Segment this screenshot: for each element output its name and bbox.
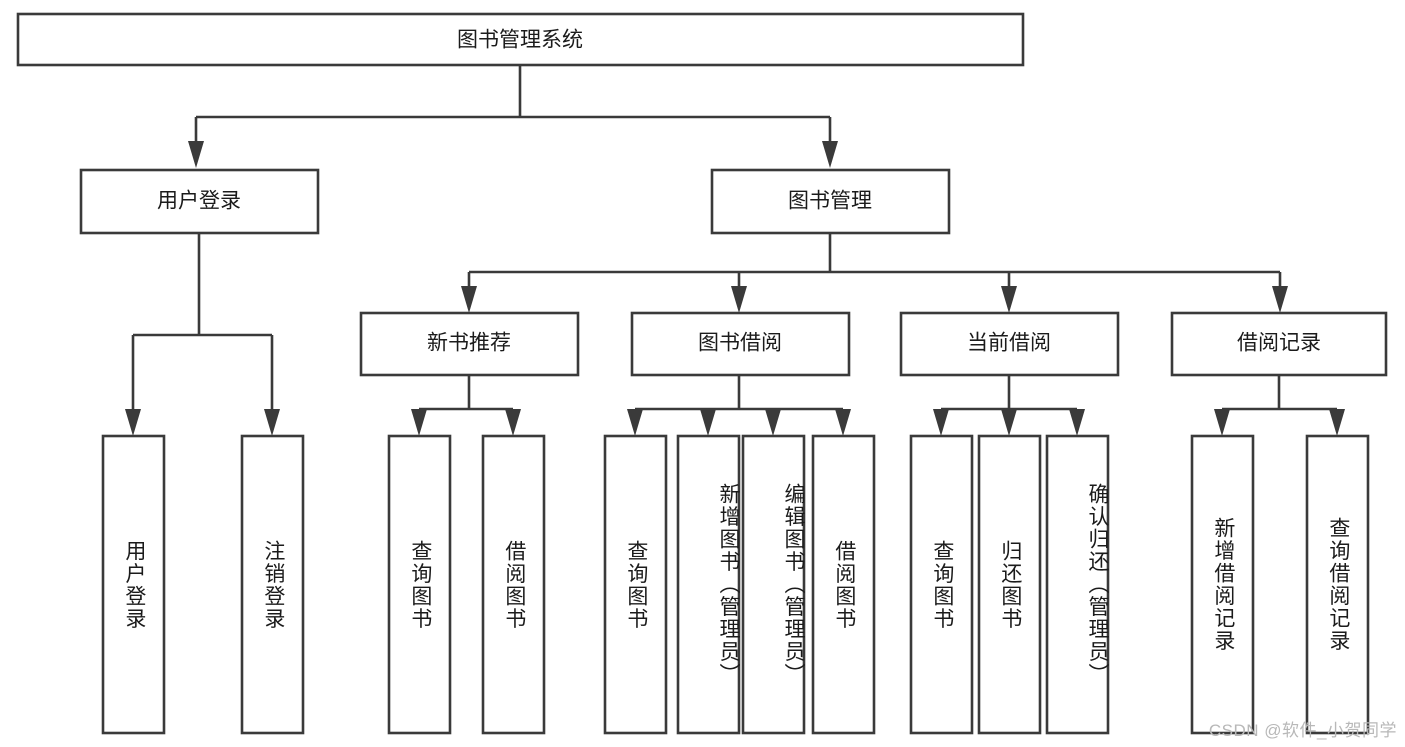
- node-user-login[interactable]: 用户登录: [79, 168, 320, 235]
- node-borrow-record[interactable]: 借阅记录: [1170, 311, 1388, 377]
- leaf-box-return-book[interactable]: [977, 434, 1042, 735]
- node-root-system[interactable]: 图书管理系统: [16, 12, 1025, 67]
- node-borrow-record-label: 借阅记录: [1237, 332, 1321, 355]
- node-new-book-recommend-label: 新书推荐: [427, 332, 511, 355]
- leaf-box-add-borrow-record[interactable]: [1190, 434, 1255, 735]
- leaf-box-logout-login[interactable]: [240, 434, 305, 735]
- leaf-box-borrow-book-1[interactable]: [481, 434, 546, 735]
- leaf-box-add-book[interactable]: [676, 434, 741, 735]
- node-user-login-label: 用户登录: [157, 190, 241, 213]
- node-current-borrow[interactable]: 当前借阅: [899, 311, 1120, 377]
- node-book-borrow[interactable]: 图书借阅: [630, 311, 851, 377]
- leaf-box-query-book-2[interactable]: [603, 434, 668, 735]
- leaf-box-confirm-return[interactable]: [1045, 434, 1110, 735]
- connector-bookborrow-to-leaves: [627, 375, 851, 436]
- node-book-borrow-label: 图书借阅: [698, 332, 782, 355]
- node-current-borrow-label: 当前借阅: [967, 332, 1051, 355]
- connector-borrowrecord-to-leaves: [1214, 375, 1345, 436]
- node-book-management-label: 图书管理: [788, 190, 872, 213]
- connector-newbook-to-leaves: [411, 375, 521, 436]
- watermark-text: CSDN @软件_小贺同学: [1208, 721, 1397, 740]
- connector-root-to-level2: [188, 65, 838, 168]
- node-root-label: 图书管理系统: [457, 29, 583, 52]
- node-book-management[interactable]: 图书管理: [710, 168, 951, 235]
- connector-userlogin-to-leaves: [125, 233, 280, 436]
- leaf-box-edit-book[interactable]: [741, 434, 806, 735]
- connector-currentborrow-to-leaves: [933, 375, 1085, 436]
- leaf-box-query-borrow-record[interactable]: [1305, 434, 1370, 735]
- leaf-box-query-book-1[interactable]: [387, 434, 452, 735]
- node-new-book-recommend[interactable]: 新书推荐: [359, 311, 580, 377]
- connector-bookmgmt-to-modules: [461, 233, 1288, 313]
- leaf-box-user-login[interactable]: [101, 434, 166, 735]
- leaf-box-borrow-book-2[interactable]: [811, 434, 876, 735]
- leaf-box-query-book-3[interactable]: [909, 434, 974, 735]
